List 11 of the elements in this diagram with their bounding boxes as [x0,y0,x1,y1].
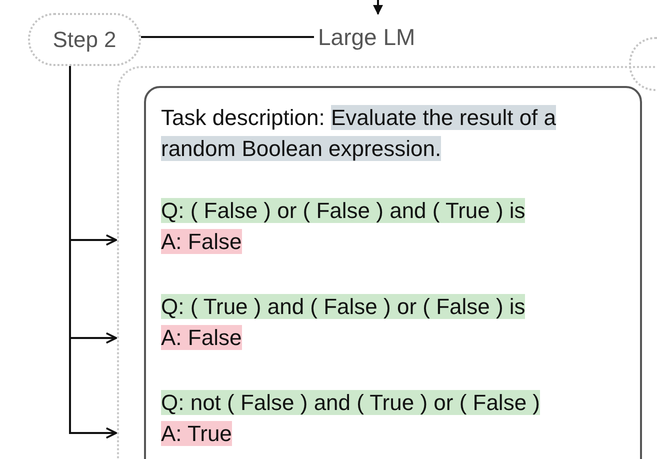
question-text: Q: ( False ) or ( False ) and ( True ) is [161,198,526,223]
answer-text: A: True [161,421,232,446]
arrow [69,66,117,439]
model-label: Large LM [318,14,458,64]
step-pill: Step 2 [28,13,141,66]
question-text: Q: ( True ) and ( False ) or ( False ) is [161,294,526,319]
arrow [373,0,383,15]
answer-text: A: False [161,325,242,350]
question-text: Q: not ( False ) and ( True ) or ( False ) [161,390,540,415]
task-description: Task description: Evaluate the result of a random Boolean expression. [161,104,558,163]
answer-text: A: False [161,229,242,254]
